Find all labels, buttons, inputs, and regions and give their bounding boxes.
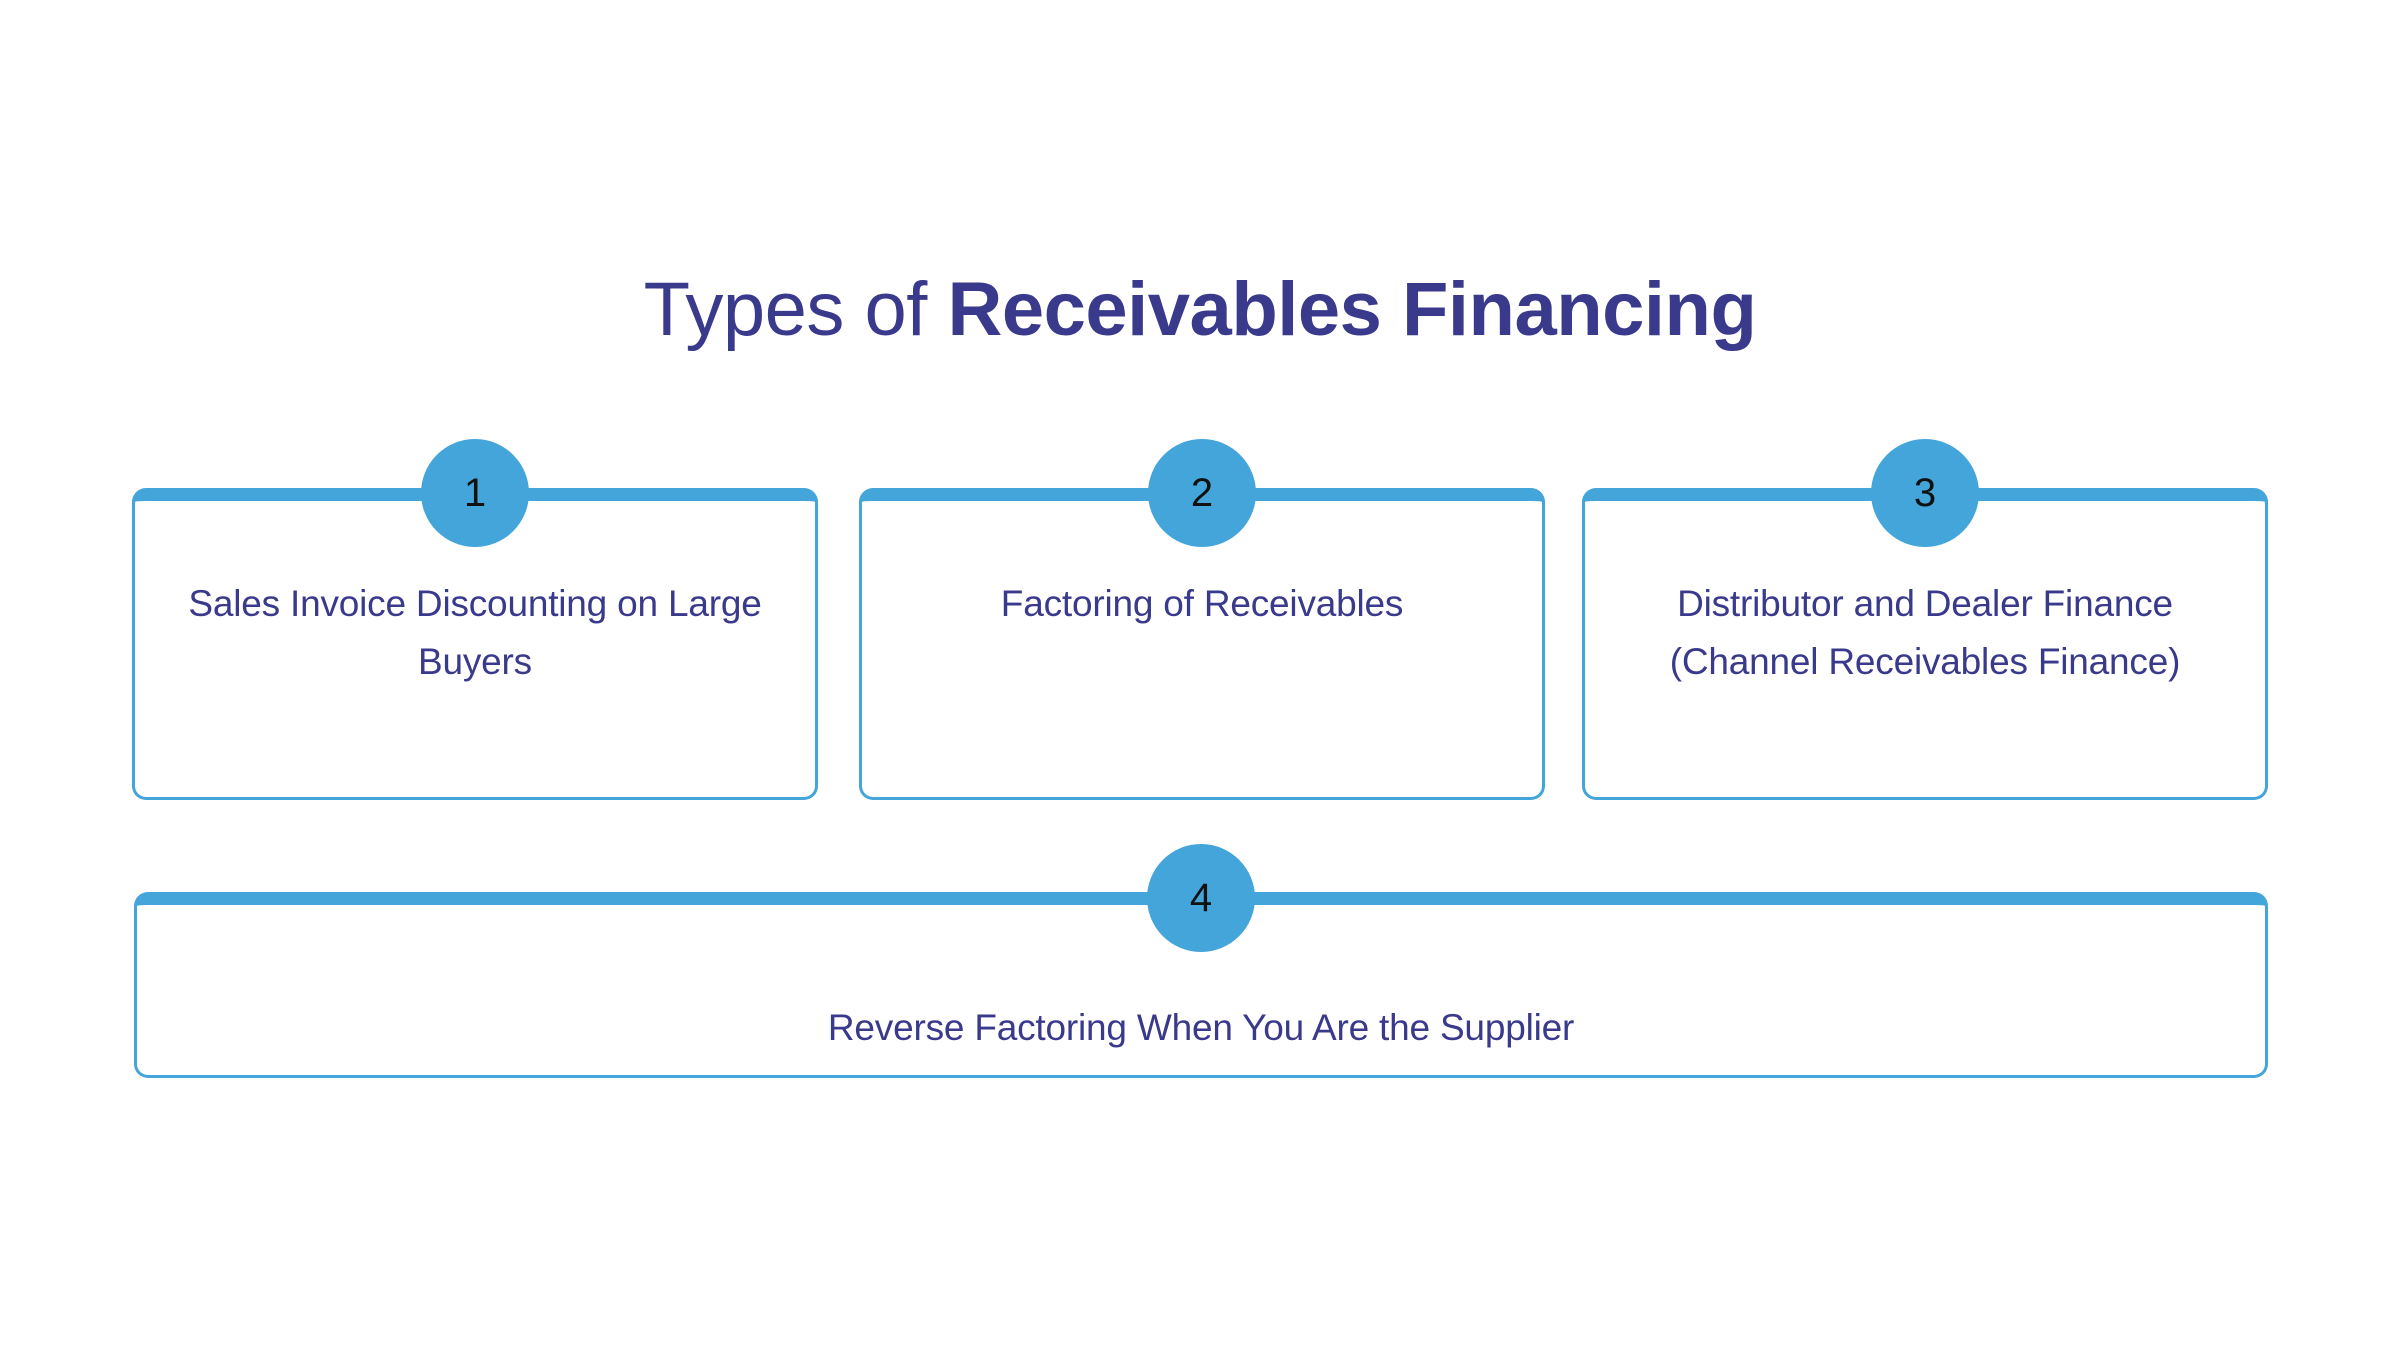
type-card-4-number-badge: 4 <box>1147 844 1255 952</box>
type-card-1-label: Sales Invoice Discounting on Large Buyer… <box>188 583 762 682</box>
type-card-4-label: Reverse Factoring When You Are the Suppl… <box>827 1007 1575 1048</box>
type-card-3-label: Distributor and Dealer Finance (Channel … <box>1669 583 2181 682</box>
type-card-2-number-badge: 2 <box>1148 439 1256 547</box>
type-card-1-number-badge: 1 <box>421 439 529 547</box>
page-title-light: Types of <box>643 267 948 352</box>
type-card-2-label: Factoring of Receivables <box>1000 583 1404 624</box>
page-title-bold: Receivables Financing <box>947 267 1757 352</box>
page-title: Types of Receivables Financing <box>0 262 2400 358</box>
type-card-3-number-badge: 3 <box>1871 439 1979 547</box>
